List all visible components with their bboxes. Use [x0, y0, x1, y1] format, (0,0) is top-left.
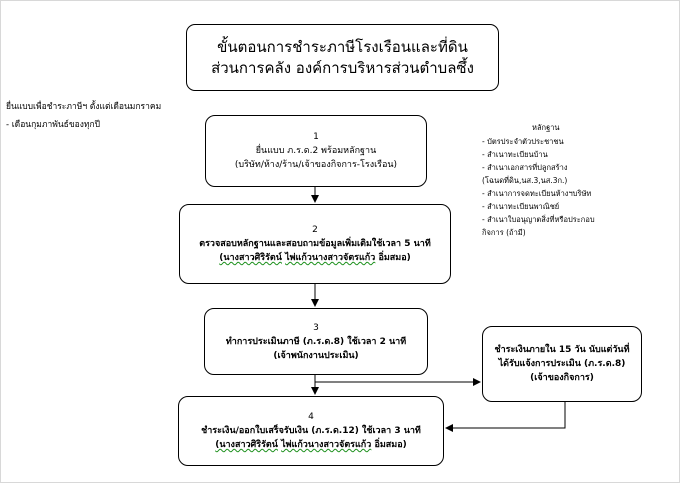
payment-deadline-box: ชำระเงินภายใน 15 วัน นับแต่วันที่ ได้รับ… [482, 326, 642, 402]
step-1-line-2: (บริษัท/ห้าง/ร้าน/เจ้าของกิจการ-โรงเรือน… [234, 160, 398, 170]
step-1-line-1: ยื่นแบบ ภ.ร.ด.2 พร้อมหลักฐาน [255, 146, 377, 156]
document-item: - สำเนาทะเบียนพาณิชย์ [482, 202, 560, 211]
step-3-line-2: (เจ้าพนักงานประเมิน) [273, 350, 359, 361]
filing-period-line-1: ยื่นแบบเพื่อชำระภาษีฯ ตั้งแต่เดือนมกราคม [6, 102, 162, 112]
title-line-1: ขั้นตอนการชำระภาษีโรงเรือนและที่ดิน [217, 37, 468, 56]
document-item: - สำเนาการจดทะเบียนห้างฯบริษัท [482, 189, 592, 198]
documents-title: หลักฐาน [532, 123, 560, 132]
filing-period-note: ยื่นแบบเพื่อชำระภาษีฯ ตั้งแต่เดือนมกราคม… [6, 98, 161, 134]
step-1-number: 1 [313, 132, 319, 142]
document-item: - บัตรประจำตัวประชาชน [482, 137, 564, 146]
document-item: กิจการ (ถ้ามี) [482, 228, 526, 237]
document-item: - สำเนาใบอนุญาตสิ่งที่หรือประกอบ [482, 215, 595, 224]
step-3-line-1: ทำการประเมินภาษี (ภ.ร.ด.8) ใช้เวลา 2 นาท… [225, 336, 407, 347]
document-item: (โฉนดที่ดิน,นส.3,นส.3ก.) [482, 176, 568, 185]
payment-line-3: (เจ้าของกิจการ) [530, 373, 594, 383]
document-item: - สำเนาทะเบียนบ้าน [482, 150, 548, 159]
step-4-box: 4 ชำระเงิน/ออกใบเสร็จรับเงิน (ภ.ร.ด.12) … [178, 396, 444, 466]
step-2-line-1: ตรวจสอบหลักฐานและสอบถามข้อมูลเพิ่มเติมใช… [199, 239, 431, 249]
document-item: - สำเนาเอกสารที่ปลูกสร้าง [482, 163, 568, 172]
payment-line-2: ได้รับแจ้งการประเมิน (ภ.ร.ด.8) [498, 359, 626, 369]
step-3-box: 3 ทำการประเมินภาษี (ภ.ร.ด.8) ใช้เวลา 2 น… [204, 308, 428, 375]
documents-list: - บัตรประจำตัวประชาชน - สำเนาทะเบียนบ้าน… [482, 135, 595, 239]
step-1-box: 1 ยื่นแบบ ภ.ร.ด.2 พร้อมหลักฐาน (บริษัท/ห… [205, 115, 427, 187]
step-2-staff-name-3: อิ่มสมอ) [378, 253, 411, 263]
step-4-staff-name-2: ไพ่แก้วนางสาวจัตรแก้ว [281, 440, 372, 450]
payment-line-1: ชำระเงินภายใน 15 วัน นับแต่วันที่ [494, 345, 630, 355]
step-2-box: 2 ตรวจสอบหลักฐานและสอบถามข้อมูลเพิ่มเติม… [179, 204, 451, 284]
step-3-number: 3 [313, 322, 319, 333]
step-4-line-1: ชำระเงิน/ออกใบเสร็จรับเงิน (ภ.ร.ด.12) ใช… [201, 426, 421, 436]
step-4-staff-name-1: (นางสาวศิริรัตน์ [215, 440, 278, 450]
title-line-2: ส่วนการคลัง องค์การบริหารส่วนตำบลซึ้ง [211, 58, 474, 77]
step-2-staff-name-1: (นางสาวศิริรัตน์ [219, 253, 282, 263]
step-2-number: 2 [312, 225, 318, 235]
step-4-number: 4 [308, 412, 314, 422]
title-box: ขั้นตอนการชำระภาษีโรงเรือนและที่ดิน ส่วน… [186, 24, 499, 91]
step-2-staff-name-2: ไพ่แก้วนางสาวจัตรแก้ว [285, 253, 376, 263]
filing-period-line-2: - เดือนกุมภาพันธ์ของทุกปี [6, 120, 101, 130]
arrow-payment-box-to-step4 [445, 402, 566, 432]
step-4-staff-name-3: อิ่มสมอ) [374, 440, 407, 450]
required-documents: หลักฐาน - บัตรประจำตัวประชาชน - สำเนาทะเ… [482, 121, 595, 239]
step-4-line-2: (นางสาวศิริรัตน์ ไพ่แก้วนางสาวจัตรแก้ว อ… [215, 438, 407, 452]
step-2-line-2: (นางสาวศิริรัตน์ ไพ่แก้วนางสาวจัตรแก้ว อ… [219, 251, 411, 265]
